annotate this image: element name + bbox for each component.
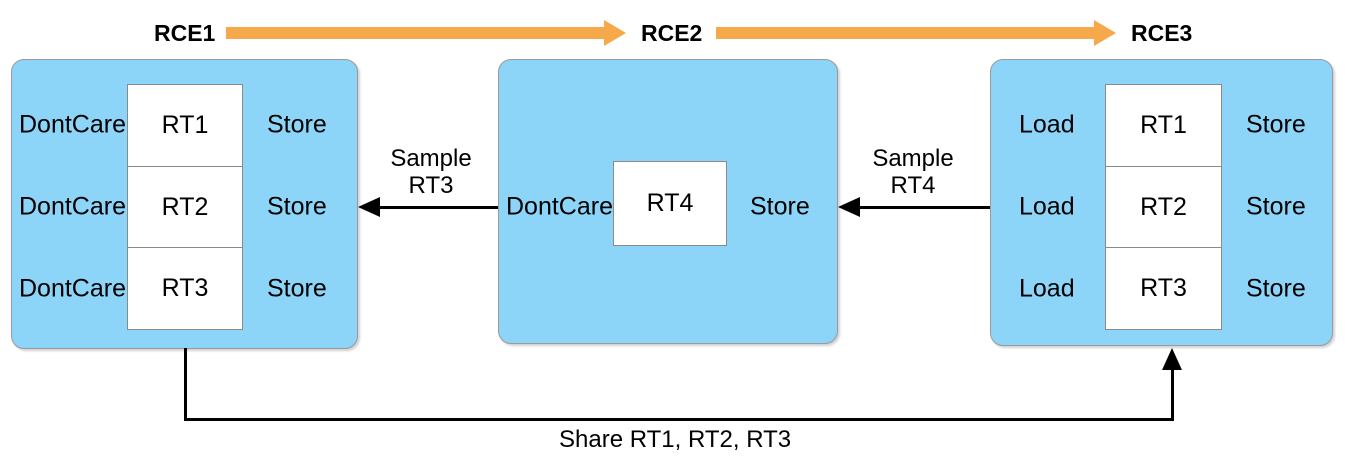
rce1-right-label-rt2: Store xyxy=(267,192,327,221)
rce2-left-label-rt4: DontCare xyxy=(506,192,613,221)
connector-arrowhead-left-icon xyxy=(838,197,860,217)
flow-arrow-rce2-to-rce3 xyxy=(716,20,1116,46)
connector-line-rce3-to-rce2 xyxy=(860,206,990,209)
connector-label-line1: Sample xyxy=(390,145,472,172)
share-path-arrowhead-up-icon xyxy=(1162,348,1182,370)
connector-label-line1: Sample xyxy=(872,145,954,172)
rce3-register-rt3[interactable]: RT3 xyxy=(1140,274,1187,303)
share-path-segment-left xyxy=(184,348,187,421)
rce1-left-label-rt3: DontCare xyxy=(19,274,126,303)
rce3-register-stack: RT1 RT2 RT3 xyxy=(1105,84,1222,330)
rce3-left-label-rt2: Load xyxy=(1019,192,1075,221)
rce2-register-stack: RT4 xyxy=(613,161,727,246)
flow-stage-label-rce3: RCE3 xyxy=(1131,20,1193,46)
flow-arrow-rce1-to-rce2 xyxy=(226,20,626,46)
flow-arrow-shaft xyxy=(226,27,604,39)
share-path-label: Share RT1, RT2, RT3 xyxy=(559,426,792,453)
rce3-right-label-rt3: Store xyxy=(1246,274,1306,303)
rce3-right-label-rt2: Store xyxy=(1246,192,1306,221)
rce3-register-rt1[interactable]: RT1 xyxy=(1106,85,1221,167)
flow-arrow-head-icon xyxy=(1094,20,1116,46)
rce1-register-rt3[interactable]: RT3 xyxy=(161,274,209,303)
share-path-segment-bottom xyxy=(184,418,1174,421)
rce3-left-label-rt1: Load xyxy=(1019,110,1075,139)
rce2-register-rt4[interactable]: RT4 xyxy=(646,189,694,217)
connector-arrowhead-left-icon xyxy=(358,197,380,217)
rce3-right-label-rt1: Store xyxy=(1246,110,1306,139)
rce1-register-stack: RT1 RT2 RT3 xyxy=(127,84,243,330)
rce1-left-label-rt1: DontCare xyxy=(19,110,126,139)
flow-stage-label-rce1: RCE1 xyxy=(154,20,216,46)
rce3-register-rt2[interactable]: RT2 xyxy=(1106,167,1221,249)
rce1-register-rt1[interactable]: RT1 xyxy=(128,85,242,167)
rce1-right-label-rt3: Store xyxy=(267,274,327,303)
rce1-right-label-rt1: Store xyxy=(267,110,327,139)
connector-label-line2: RT3 xyxy=(408,171,454,199)
flow-stage-label-rce2: RCE2 xyxy=(641,20,703,46)
rce1-left-label-rt2: DontCare xyxy=(19,192,126,221)
share-path-segment-right xyxy=(1171,370,1174,420)
rce1-register-rt2[interactable]: RT2 xyxy=(128,167,242,249)
flow-arrow-head-icon xyxy=(604,20,626,46)
rce2-right-label-rt4: Store xyxy=(750,192,810,221)
flow-arrow-shaft xyxy=(716,27,1094,39)
connector-line-rce2-to-rce1 xyxy=(380,206,498,209)
connector-label-line2: RT4 xyxy=(890,171,936,199)
rce3-left-label-rt3: Load xyxy=(1019,274,1075,303)
